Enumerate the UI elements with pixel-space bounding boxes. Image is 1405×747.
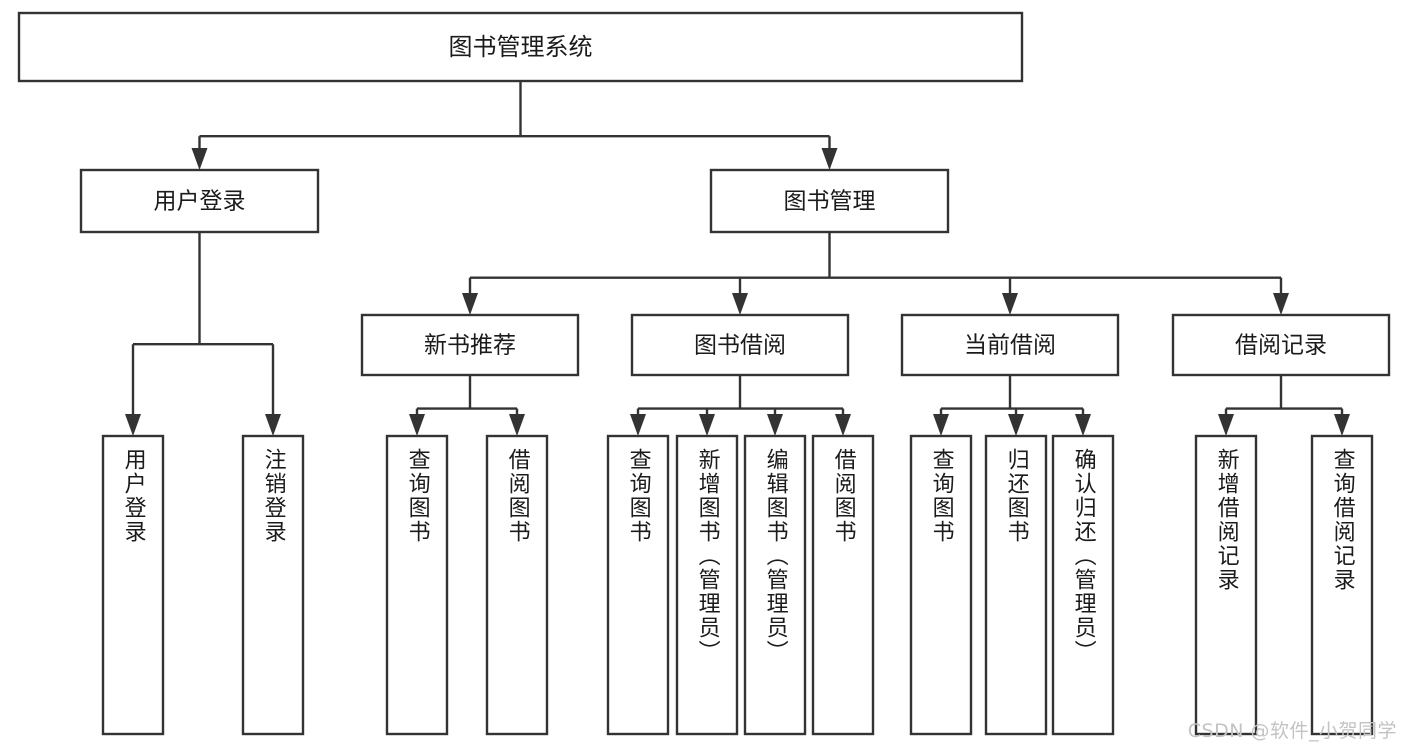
arrow-head-book-borrow-to-leaf-borrow-book-br [835,414,851,436]
arrow-head-book-manage-to-current-borrow [1002,293,1018,315]
arrow-head-current-borrow-to-leaf-query-book-cb [933,414,949,436]
node-box-leaf-return-book[interactable] [984,434,1048,736]
arrow-head-user-login-to-leaf-user-logout [265,414,281,436]
arrow-head-user-login-to-leaf-user-login [125,414,141,436]
node-box-new-book-rec[interactable] [360,313,580,377]
node-box-book-manage[interactable] [709,168,950,234]
arrow-head-book-manage-to-book-borrow [732,293,748,315]
node-box-leaf-confirm-return[interactable] [1051,434,1115,736]
node-box-leaf-query-book-rec[interactable] [385,434,449,736]
node-label-borrow-record: 借阅记录 [1235,333,1327,359]
node-box-book-borrow[interactable] [630,313,850,377]
arrow-head-borrow-record-to-leaf-query-record [1334,414,1350,436]
node-label-root: 图书管理系统 [449,33,593,61]
node-box-leaf-add-book[interactable] [675,434,739,736]
node-label-current-borrow: 当前借阅 [964,333,1056,359]
node-box-leaf-user-logout[interactable] [241,434,305,736]
arrow-head-current-borrow-to-leaf-confirm-return [1075,414,1091,436]
node-box-current-borrow[interactable] [900,313,1120,377]
watermark-text: CSDN @软件_小贺同学 [1187,720,1397,742]
arrow-head-borrow-record-to-leaf-add-record [1218,414,1234,436]
node-box-leaf-borrow-book-br[interactable] [811,434,875,736]
node-box-leaf-edit-book[interactable] [743,434,807,736]
node-box-root[interactable] [17,11,1024,83]
node-label-book-manage: 图书管理 [784,189,876,215]
arrow-head-new-book-rec-to-leaf-borrow-book-rec [509,414,525,436]
node-box-leaf-query-book-br[interactable] [606,434,670,736]
arrow-head-book-borrow-to-leaf-edit-book [767,414,783,436]
node-box-leaf-add-record[interactable] [1194,434,1258,736]
arrow-head-book-manage-to-borrow-record [1273,293,1289,315]
node-label-book-borrow: 图书借阅 [694,333,786,359]
arrow-head-root-to-user-login [191,148,208,170]
node-label-user-login: 用户登录 [154,189,246,215]
node-label-new-book-rec: 新书推荐 [424,333,516,359]
node-box-leaf-query-book-cb[interactable] [909,434,973,736]
arrow-head-book-borrow-to-leaf-add-book [699,414,715,436]
arrow-head-root-to-book-manage [821,148,838,170]
node-box-user-login[interactable] [79,168,320,234]
arrow-head-new-book-rec-to-leaf-query-book-rec [409,414,425,436]
node-box-leaf-query-record[interactable] [1310,434,1374,736]
arrow-head-current-borrow-to-leaf-return-book [1008,414,1024,436]
connector-layer [125,81,1350,436]
node-box-leaf-user-login[interactable] [101,434,165,736]
node-box-leaf-borrow-book-rec[interactable] [485,434,549,736]
arrow-head-book-borrow-to-leaf-query-book-br [630,414,646,436]
arrow-head-book-manage-to-new-book-rec [462,293,478,315]
node-box-layer [17,11,1391,736]
node-box-borrow-record[interactable] [1171,313,1391,377]
